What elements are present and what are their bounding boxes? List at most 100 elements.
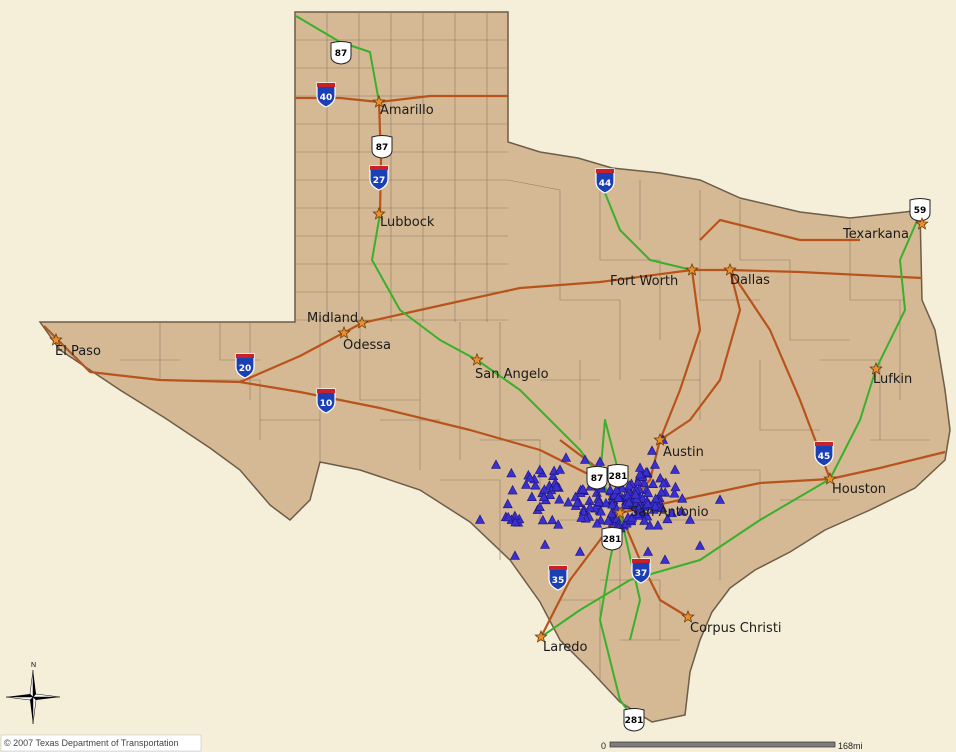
data-marker-icon[interactable] xyxy=(669,488,680,498)
data-marker-icon[interactable] xyxy=(572,497,583,507)
city-star-icon[interactable] xyxy=(372,206,386,220)
data-marker-icon[interactable] xyxy=(643,487,654,498)
city-star-icon[interactable] xyxy=(823,471,837,485)
data-marker-icon[interactable] xyxy=(643,546,653,556)
city-corpus-christi[interactable]: Corpus Christi xyxy=(681,609,782,636)
city-star-icon[interactable] xyxy=(372,94,386,108)
city-star-icon[interactable] xyxy=(534,629,548,643)
data-marker-icon[interactable] xyxy=(591,518,602,528)
data-marker-icon[interactable] xyxy=(577,484,588,494)
data-marker-icon[interactable] xyxy=(670,464,680,474)
city-fort-worth[interactable]: Fort Worth xyxy=(610,262,699,289)
data-marker-icon[interactable] xyxy=(603,515,614,525)
data-marker-icon[interactable] xyxy=(547,514,558,525)
data-marker-icon[interactable] xyxy=(657,502,668,513)
data-marker-icon[interactable] xyxy=(561,452,571,462)
data-marker-icon[interactable] xyxy=(534,464,545,474)
data-marker-icon[interactable] xyxy=(540,539,550,549)
data-marker-icon[interactable] xyxy=(639,515,650,525)
data-marker-icon[interactable] xyxy=(642,498,653,508)
data-marker-icon[interactable] xyxy=(623,496,634,507)
data-marker-icon[interactable] xyxy=(676,505,687,516)
data-marker-icon[interactable] xyxy=(553,519,564,529)
data-marker-icon[interactable] xyxy=(695,540,705,550)
data-marker-icon[interactable] xyxy=(670,481,681,492)
data-marker-icon[interactable] xyxy=(677,493,688,503)
data-marker-icon[interactable] xyxy=(605,484,616,495)
data-marker-icon[interactable] xyxy=(624,480,635,490)
data-marker-icon[interactable] xyxy=(613,492,624,502)
data-marker-icon[interactable] xyxy=(611,484,622,495)
data-marker-icon[interactable] xyxy=(506,467,517,478)
city-star-icon[interactable] xyxy=(685,262,699,276)
data-markers[interactable] xyxy=(475,434,725,564)
data-marker-icon[interactable] xyxy=(655,472,666,483)
data-marker-icon[interactable] xyxy=(595,506,606,516)
data-marker-icon[interactable] xyxy=(534,501,545,512)
city-houston[interactable]: Houston xyxy=(823,471,886,497)
city-lubbock[interactable]: Lubbock xyxy=(372,206,435,230)
city-star-icon[interactable] xyxy=(470,352,484,366)
data-marker-icon[interactable] xyxy=(555,464,565,474)
city-amarillo[interactable]: Amarillo xyxy=(372,94,434,118)
data-marker-icon[interactable] xyxy=(545,489,556,499)
city-san-angelo[interactable]: San Angelo xyxy=(470,352,549,382)
data-marker-icon[interactable] xyxy=(525,472,535,482)
city-star-icon[interactable] xyxy=(723,262,737,276)
city-laredo[interactable]: Laredo xyxy=(534,629,588,655)
data-marker-icon[interactable] xyxy=(530,480,541,490)
data-marker-icon[interactable] xyxy=(650,459,660,469)
data-marker-icon[interactable] xyxy=(584,502,595,512)
data-marker-icon[interactable] xyxy=(594,496,605,507)
data-marker-icon[interactable] xyxy=(635,468,646,479)
data-marker-icon[interactable] xyxy=(650,500,661,511)
data-marker-icon[interactable] xyxy=(537,514,548,525)
data-marker-icon[interactable] xyxy=(715,494,725,504)
city-texarkana[interactable]: Texarkana xyxy=(842,216,929,242)
city-star-icon[interactable] xyxy=(355,315,369,329)
data-marker-icon[interactable] xyxy=(667,507,677,518)
city-star-icon[interactable] xyxy=(49,332,63,346)
data-marker-icon[interactable] xyxy=(580,454,590,464)
data-marker-icon[interactable] xyxy=(548,470,559,481)
data-marker-icon[interactable] xyxy=(607,499,618,509)
data-marker-icon[interactable] xyxy=(576,512,587,522)
data-marker-icon[interactable] xyxy=(510,516,521,527)
data-marker-icon[interactable] xyxy=(526,491,537,501)
data-marker-icon[interactable] xyxy=(632,508,643,518)
data-marker-icon[interactable] xyxy=(648,478,659,488)
data-marker-icon[interactable] xyxy=(521,479,532,489)
city-el-paso[interactable]: El Paso xyxy=(49,332,101,359)
data-marker-icon[interactable] xyxy=(658,477,669,488)
city-star-icon[interactable] xyxy=(613,505,627,519)
data-marker-icon[interactable] xyxy=(554,494,565,504)
city-lufkin[interactable]: Lufkin xyxy=(869,361,912,387)
city-odessa[interactable]: Odessa xyxy=(343,315,391,353)
data-marker-icon[interactable] xyxy=(538,491,549,502)
data-marker-icon[interactable] xyxy=(595,456,605,466)
data-marker-icon[interactable] xyxy=(575,546,585,556)
data-marker-icon[interactable] xyxy=(563,496,574,507)
city-san-antonio[interactable]: San Antonio xyxy=(613,505,709,520)
data-marker-icon[interactable] xyxy=(662,513,673,524)
data-marker-icon[interactable] xyxy=(635,462,645,472)
data-marker-icon[interactable] xyxy=(600,497,611,508)
data-marker-icon[interactable] xyxy=(475,514,485,524)
city-dallas[interactable]: Dallas xyxy=(723,262,770,288)
data-marker-icon[interactable] xyxy=(652,520,663,530)
data-marker-icon[interactable] xyxy=(685,514,695,524)
data-marker-icon[interactable] xyxy=(656,486,667,497)
city-star-icon[interactable] xyxy=(915,216,929,230)
data-marker-icon[interactable] xyxy=(551,481,562,491)
data-marker-icon[interactable] xyxy=(632,476,643,486)
data-marker-icon[interactable] xyxy=(510,550,520,560)
city-star-icon[interactable] xyxy=(653,432,667,446)
city-midland[interactable]: Midland xyxy=(307,311,358,339)
city-star-icon[interactable] xyxy=(681,609,695,623)
data-marker-icon[interactable] xyxy=(660,554,670,564)
data-marker-icon[interactable] xyxy=(507,484,518,495)
city-star-icon[interactable] xyxy=(869,361,883,375)
